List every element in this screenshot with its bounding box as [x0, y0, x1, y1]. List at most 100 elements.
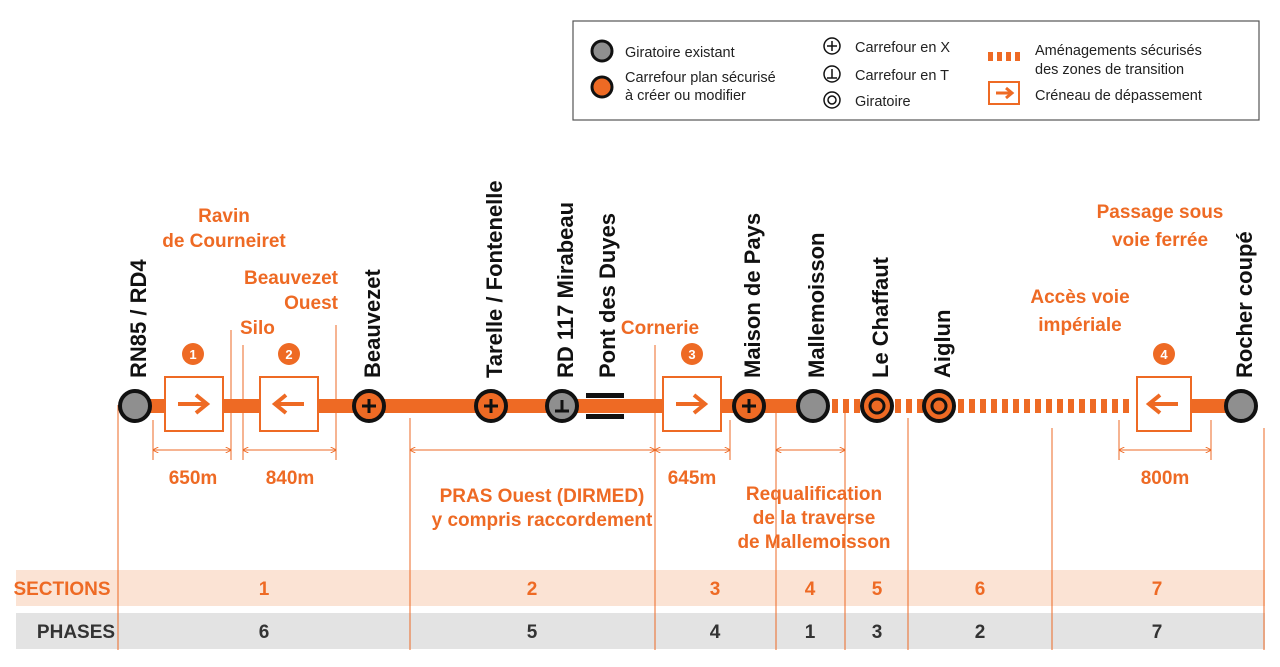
transition-dash — [1024, 399, 1030, 413]
annot-ravin-2: de Courneiret — [162, 231, 286, 252]
existing-roundabout-icon — [118, 389, 152, 423]
phase-4: 1 — [805, 622, 816, 643]
legend-transition-1: Aménagements sécurisés — [1035, 43, 1202, 59]
overtaking-lane-1: 1 — [164, 343, 224, 432]
annot-passage-2: voie ferrée — [1112, 230, 1208, 251]
legend: Giratoire existant Carrefour plan sécuri… — [572, 20, 1260, 121]
phase-6: 2 — [975, 622, 986, 643]
arrow-left-icon — [271, 393, 288, 415]
transition-dash — [1123, 399, 1129, 413]
station-labels: RN85 / RD4 Beauvezet Tarelle / Fontenell… — [126, 180, 1257, 378]
transition-dash — [1101, 399, 1107, 413]
overtaking-lane-2: 2 — [259, 343, 319, 432]
lane-number-1: 1 — [189, 347, 196, 362]
annot-requal-1: Requalification — [746, 484, 882, 505]
transition-dash — [1079, 399, 1085, 413]
station-rd117-mirabeau: RD 117 Mirabeau — [553, 202, 578, 378]
dimension-lines — [153, 325, 1211, 460]
phase-2: 5 — [527, 622, 538, 643]
phase-5: 3 — [872, 622, 883, 643]
overtaking-lane-3: 3 — [662, 343, 722, 432]
phase-3: 4 — [710, 622, 721, 643]
arrow-right-icon — [692, 393, 709, 415]
transition-dashes-long — [958, 399, 1129, 413]
annot-beauvezet-ouest-1: Beauvezet — [244, 268, 339, 289]
station-mallemoisson: Mallemoisson — [804, 233, 829, 378]
phase-values: 6 5 4 1 3 2 7 — [259, 622, 1163, 643]
transition-dash — [1057, 399, 1063, 413]
station-pont-des-duyes: Pont des Duyes — [595, 213, 620, 378]
lane-number-2: 2 — [285, 347, 292, 362]
section-2: 2 — [527, 579, 538, 600]
lane-number-4: 4 — [1160, 347, 1168, 362]
lane-badge-icon — [681, 343, 703, 365]
annot-cornerie: Cornerie — [621, 318, 699, 339]
transition-dash — [1035, 399, 1041, 413]
transition-dash — [980, 399, 986, 413]
legend-transition-2: des zones de transition — [1035, 62, 1184, 78]
station-maison-de-pays: Maison de Pays — [740, 213, 765, 378]
legend-overtaking: Créneau de dépassement — [1035, 88, 1202, 104]
section-7: 7 — [1152, 579, 1163, 600]
arrow-left-icon — [1145, 393, 1162, 415]
transition-dash — [1112, 399, 1118, 413]
legend-x: Carrefour en X — [855, 40, 950, 56]
transition-dash — [1068, 399, 1074, 413]
annot-requal-3: de Mallemoisson — [737, 532, 890, 553]
roundabout-icon — [922, 389, 956, 423]
roundabout-icon — [823, 91, 841, 109]
junction-nodes — [118, 389, 1258, 423]
lane-badge-icon — [278, 343, 300, 365]
annot-requal-2: de la traverse — [753, 508, 876, 529]
station-beauvezet: Beauvezet — [360, 268, 385, 378]
transition-dash — [1002, 399, 1008, 413]
sections-band — [16, 570, 1265, 606]
section-4: 4 — [805, 579, 816, 600]
x-junction-icon — [732, 389, 766, 423]
phases-band — [16, 613, 1265, 649]
annot-acces-1: Accès voie — [1030, 287, 1129, 308]
legend-secure-2: à créer ou modifier — [625, 88, 746, 104]
section-dividers — [117, 405, 1265, 650]
existing-roundabout-icon — [796, 389, 830, 423]
secure-junction-icon — [590, 75, 614, 99]
roundabout-icon — [860, 389, 894, 423]
transition-dash — [958, 399, 964, 413]
lane-number-3: 3 — [688, 347, 695, 362]
legend-existing: Giratoire existant — [625, 45, 735, 61]
bridge-icon — [586, 393, 624, 419]
x-junction-icon — [823, 37, 841, 55]
phase-7: 7 — [1152, 622, 1163, 643]
section-5: 5 — [872, 579, 883, 600]
existing-roundabout-icon — [1224, 389, 1258, 423]
lane-badge-icon — [1153, 343, 1175, 365]
annot-passage-1: Passage sous — [1097, 202, 1224, 223]
arrow-right-icon — [194, 393, 211, 415]
station-tarelle-fontenelle: Tarelle / Fontenelle — [482, 180, 507, 378]
legend-t: Carrefour en T — [855, 68, 949, 84]
station-le-chaffaut: Le Chaffaut — [868, 256, 893, 378]
distance-3: 645m — [668, 468, 717, 489]
annot-pras-2: y compris raccordement — [432, 510, 653, 531]
distance-2: 840m — [266, 468, 315, 489]
section-values: 1 2 3 4 5 6 7 — [259, 579, 1163, 600]
station-rocher-coupe: Rocher coupé — [1232, 231, 1257, 378]
existing-roundabout-icon — [590, 39, 614, 63]
legend-secure-1: Carrefour plan sécurisé — [625, 70, 776, 86]
station-aiglun: Aiglun — [930, 310, 955, 378]
sections-label: SECTIONS — [13, 579, 110, 600]
transition-dash — [969, 399, 975, 413]
annot-pras-1: PRAS Ouest (DIRMED) — [440, 486, 645, 507]
station-rn85-rd4: RN85 / RD4 — [126, 259, 151, 378]
annot-silo: Silo — [240, 318, 275, 339]
overtaking-lane-4: 4 — [1136, 343, 1192, 432]
distance-4: 800m — [1141, 468, 1190, 489]
distance-1: 650m — [169, 468, 218, 489]
transition-dash — [1046, 399, 1052, 413]
transition-dash — [991, 399, 997, 413]
annot-acces-2: impériale — [1038, 315, 1121, 336]
lane-badge-icon — [182, 343, 204, 365]
x-junction-icon — [474, 389, 508, 423]
x-junction-icon — [352, 389, 386, 423]
